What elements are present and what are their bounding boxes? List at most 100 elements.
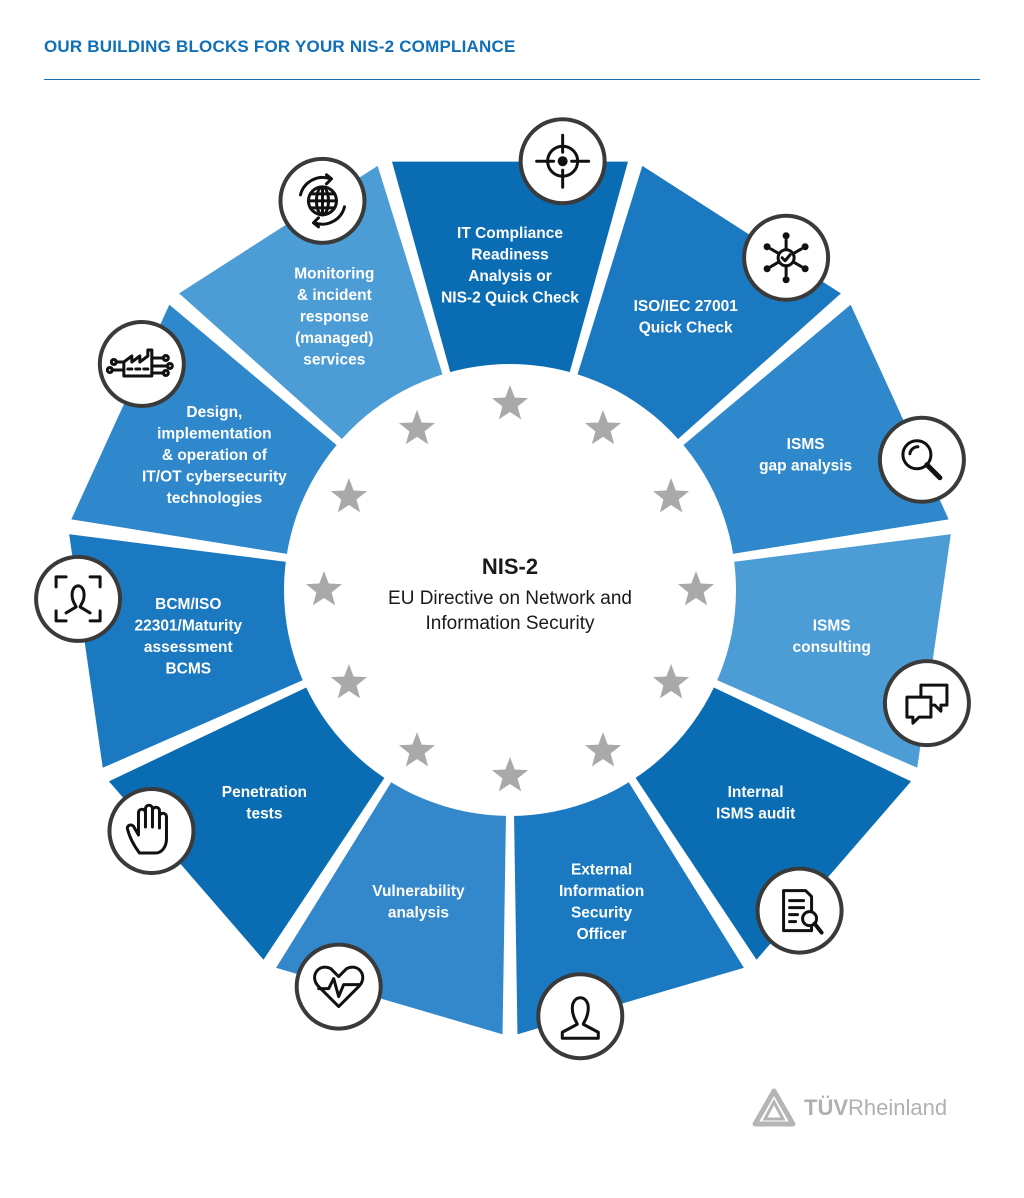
hand-stop-icon (125, 803, 168, 855)
eu-star-icon (330, 664, 367, 699)
badge-ring (877, 415, 966, 504)
title-divider (44, 79, 980, 80)
segment-label-line: 22301/Maturity (134, 618, 242, 635)
segment-11: Monitoring & incident response (managed) ser… (177, 164, 458, 471)
segment-label-line: assessment (144, 639, 233, 656)
logo-name: Rheinland (848, 1095, 948, 1120)
badge-ring (755, 866, 844, 955)
segment-label-line: tests (246, 806, 282, 823)
segment-label-line: BCM/ISO (155, 596, 221, 613)
magnifier-badge (877, 415, 966, 504)
segment-4: ISMS consulting (674, 533, 952, 770)
badge-ring (536, 972, 625, 1061)
segment-label-line: analysis (388, 905, 449, 922)
eu-star-icon (653, 664, 690, 699)
badge-ring (34, 554, 123, 643)
segment-label-line: technologies (167, 490, 263, 507)
globe-refresh-badge (278, 156, 367, 245)
badge-ring (882, 659, 971, 748)
segment-label-line: NIS-2 Quick Check (441, 289, 579, 306)
segment-label: ISMS consulting (793, 618, 871, 657)
segment-label-line: Readiness (471, 246, 549, 263)
segment-label-line: Monitoring (294, 266, 374, 283)
heart-pulse-icon (313, 965, 365, 1009)
center-title: NIS-2 (482, 554, 538, 579)
segment-label-line: ISO/IEC 27001 (634, 298, 739, 315)
eu-star-icon (398, 732, 436, 767)
logo-brand: TÜV (804, 1095, 848, 1120)
segment-label-line: (managed) (295, 330, 373, 347)
segment-label-line: & operation of (162, 447, 268, 464)
eu-star-icon (491, 757, 529, 792)
face-scan-badge (34, 554, 123, 643)
segment-label-line: IT Compliance (457, 225, 563, 242)
document-search-icon (782, 889, 824, 935)
badge-ring (107, 787, 196, 876)
crosshair-badge (518, 117, 607, 206)
eu-star-icon (305, 571, 343, 606)
center-subtitle-line-2: Information Security (426, 613, 595, 634)
segment-label-line: implementation (157, 425, 272, 442)
eu-star-icon (677, 571, 715, 606)
hand-stop-badge (107, 787, 196, 876)
eu-star-icon (491, 385, 529, 420)
eu-star-icon (653, 478, 690, 513)
segment-label-line: External (571, 862, 632, 879)
network-check-icon (763, 232, 809, 284)
document-search-badge (755, 866, 844, 955)
segment-label-line: Penetration (222, 784, 307, 801)
segment-label-line: consulting (793, 639, 871, 656)
person-icon (560, 996, 600, 1040)
segment-label: Vulnerability analysis (372, 883, 465, 922)
segment-label-line: BCMS (165, 661, 211, 678)
segment-label-line: & incident (297, 287, 372, 304)
eu-star-icon (330, 478, 367, 513)
magnifier-icon (901, 439, 943, 481)
segment-label-line: response (300, 309, 369, 326)
chat-bubbles-icon (905, 683, 949, 725)
eu-star-icon (584, 409, 622, 445)
segment-label: Monitoring & incident response (managed) ser… (294, 266, 374, 369)
page-title: OUR BUILDING BLOCKS FOR YOUR NIS-2 COMPL… (44, 37, 516, 56)
eu-star-icon (584, 732, 622, 767)
segment-label-line: Internal (728, 784, 784, 801)
segment-label-line: Quick Check (639, 319, 733, 336)
network-check-badge (742, 213, 831, 302)
segment-label-line: Vulnerability (372, 883, 465, 900)
factory-circuit-icon (105, 348, 174, 378)
center-disc (284, 364, 736, 816)
globe-refresh-icon (298, 173, 346, 229)
heart-pulse-badge (294, 942, 383, 1031)
tuv-rheinland-logo: TÜVRheinland (752, 1088, 947, 1128)
segment-label-line: ISMS (787, 436, 825, 453)
person-badge (536, 972, 625, 1061)
segment-label-line: services (303, 352, 365, 369)
segment-8: Penetration tests (107, 666, 411, 962)
eu-star-icon (398, 409, 436, 445)
segment-label-line: ISMS (813, 618, 851, 635)
logo-text: TÜVRheinland (804, 1095, 947, 1121)
segment-label: ISMS gap analysis (759, 436, 852, 475)
center-subtitle-line-1: EU Directive on Network and (388, 588, 632, 609)
segment-label-line: gap analysis (759, 458, 852, 475)
face-scan-icon (54, 575, 102, 623)
badge-ring (294, 942, 383, 1031)
segment-label-line: Analysis or (468, 268, 552, 285)
factory-circuit-badge (97, 319, 186, 408)
chat-bubbles-badge (882, 659, 971, 748)
triangle-logo-icon (752, 1088, 796, 1127)
crosshair-icon (535, 133, 591, 189)
segment-label-line: Information (559, 883, 644, 900)
segment-label-line: IT/OT cybersecurity (142, 468, 287, 485)
segment-label: Penetration tests (222, 784, 307, 823)
